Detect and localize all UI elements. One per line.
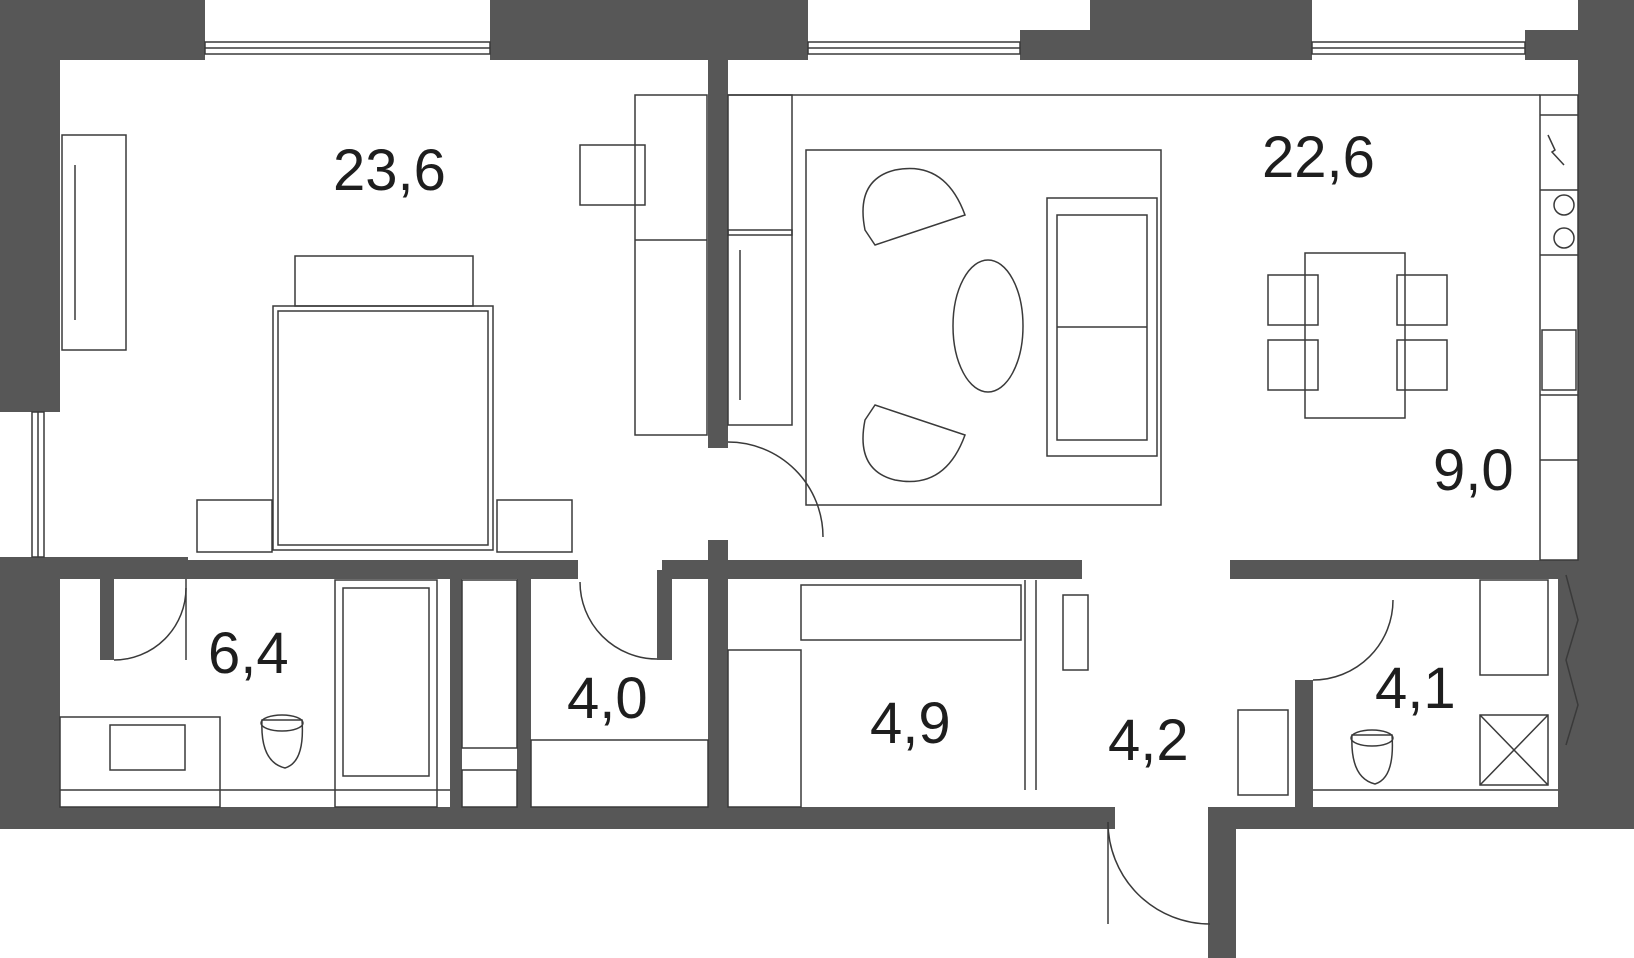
room-area-label: 9,0 [1433,438,1514,503]
room-area-label: 6,4 [208,621,289,686]
doors [113,441,1394,925]
furniture [59,94,1579,808]
room-area-label: 4,1 [1375,656,1456,721]
room-area-label: 22,6 [1262,125,1375,190]
windows [31,41,1526,558]
room-area-label: 4,2 [1108,708,1189,773]
area-labels: 23,6 22,6 9,0 6,4 4,0 4,9 4,2 4,1 [208,125,1514,773]
room-area-label: 23,6 [333,138,446,203]
room-area-label: 4,0 [567,666,648,731]
room-area-label: 4,9 [870,691,951,756]
